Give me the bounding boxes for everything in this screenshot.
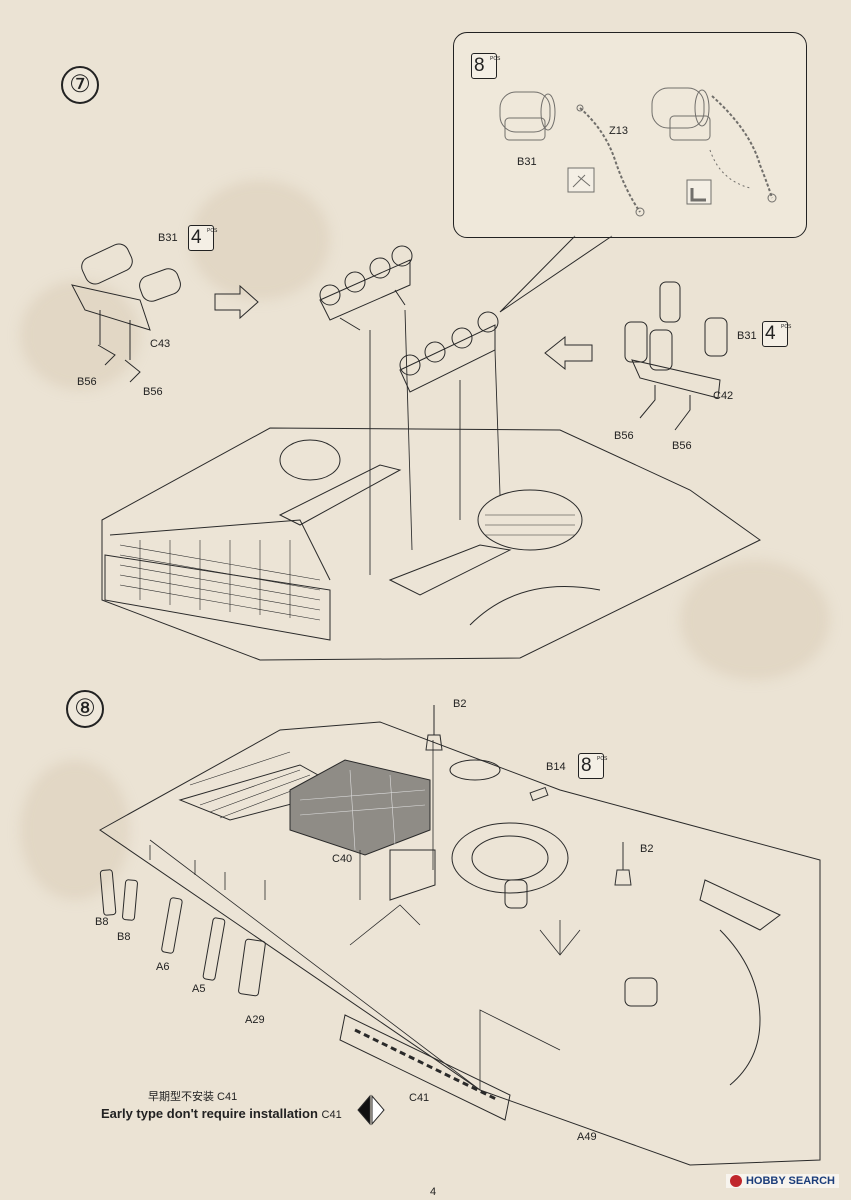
discharger-left-assembly — [71, 243, 181, 383]
part-label-b56: B56 — [143, 386, 163, 398]
watermark: HOBBY SEARCH — [725, 1174, 839, 1188]
part-label-c42: C42 — [713, 390, 734, 402]
part-label-b31: B31 — [158, 232, 178, 244]
chain-right — [711, 95, 773, 199]
part-label-a6: A6 — [156, 961, 170, 973]
step-number-8: ⑧ — [66, 690, 104, 728]
paper-stain — [20, 760, 130, 900]
pcs-unit: PCS — [781, 324, 792, 330]
reference-arrow — [357, 1094, 371, 1126]
step-number-7: ⑦ — [61, 66, 99, 104]
part-label-b31: B31 — [517, 156, 537, 168]
part-label-a29: A29 — [245, 1014, 265, 1026]
part-label-b56: B56 — [614, 430, 634, 442]
pcs-unit: PCS — [490, 56, 501, 62]
part-label-c43: C43 — [150, 338, 171, 350]
rack-lower — [399, 311, 499, 393]
part-label-b31: B31 — [737, 330, 757, 342]
page-number: 4 — [430, 1186, 437, 1198]
pcs-badge: 8 PCS — [578, 753, 608, 779]
callout-smoke-discharger-right — [651, 87, 711, 141]
part-label-b14: B14 — [546, 761, 566, 773]
pcs-count: 8 — [474, 55, 485, 76]
note-english-ref: C41 — [321, 1109, 342, 1121]
watermark-text: HOBBY SEARCH — [745, 1175, 835, 1187]
rack-top — [319, 245, 413, 331]
paper-stain — [680, 560, 830, 680]
part-label-z13: Z13 — [609, 125, 628, 137]
antenna-base-b2-right — [614, 842, 632, 886]
pcs-badge: 8 PCS — [471, 53, 501, 79]
part-c41 — [339, 1014, 511, 1121]
pcs-count: 8 — [581, 755, 592, 776]
callout-smoke-discharger-left — [499, 91, 584, 141]
pcs-unit: PCS — [207, 228, 218, 234]
paper-stain — [20, 280, 140, 390]
pcs-unit: PCS — [597, 756, 608, 762]
discharger-right-assembly — [624, 281, 728, 431]
antenna-base-b2 — [425, 705, 443, 751]
part-label-b8: B8 — [117, 931, 131, 943]
pcs-badge: 4 PCS — [762, 321, 792, 347]
watermark-logo-icon — [729, 1175, 742, 1187]
part-label-c41: C41 — [409, 1092, 430, 1104]
side-plates — [99, 845, 266, 997]
detail-callout — [453, 32, 807, 238]
note-chinese: 早期型不安装 C41 — [148, 1091, 238, 1103]
part-label-b56: B56 — [77, 376, 97, 388]
part-label-a49: A49 — [577, 1131, 597, 1143]
part-label-b2: B2 — [640, 843, 654, 855]
pcs-count: 4 — [765, 323, 776, 344]
part-label-a5: A5 — [192, 983, 206, 995]
direction-arrow — [214, 284, 259, 320]
part-b14 — [529, 786, 549, 802]
part-label-b56: B56 — [672, 440, 692, 452]
part-label-c40: C40 — [332, 853, 353, 865]
note-english-text: Early type don't require installation — [101, 1106, 318, 1121]
part-label-b2: B2 — [453, 698, 467, 710]
pcs-badge: 4 PCS — [188, 225, 218, 251]
pcs-count: 4 — [191, 227, 202, 248]
note-english: Early type don't require installation C4… — [101, 1106, 342, 1121]
direction-arrow — [544, 335, 593, 371]
hull-deck-step7 — [101, 427, 761, 661]
hull-deck-step8 — [99, 721, 821, 1166]
part-label-b8: B8 — [95, 916, 109, 928]
